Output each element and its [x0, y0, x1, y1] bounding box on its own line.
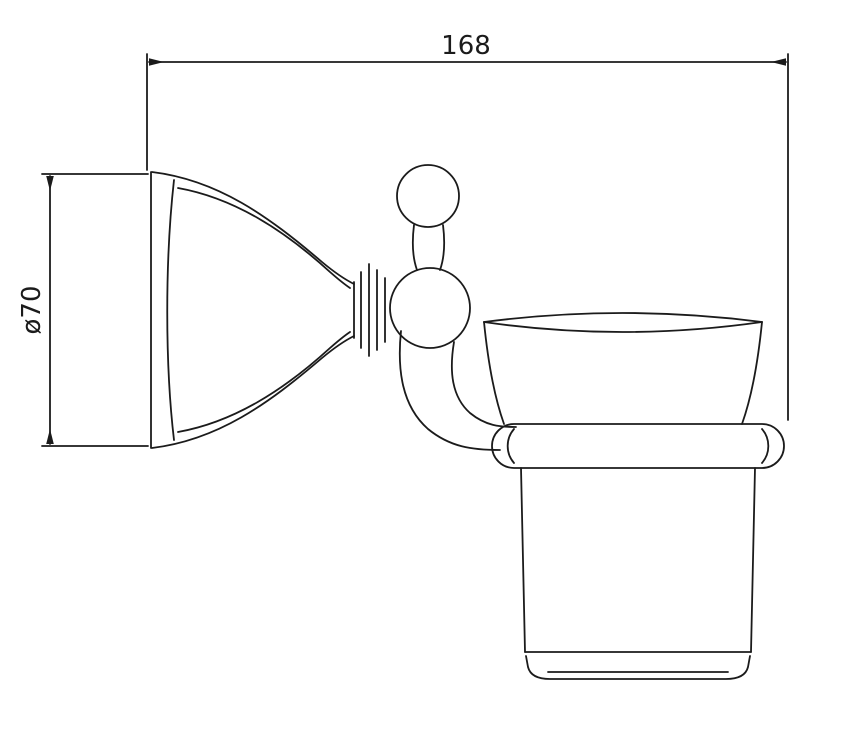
stem-collar-rings: [354, 264, 385, 356]
bowl-rim-top: [484, 313, 762, 322]
holder-ring: [492, 424, 784, 468]
bowl-rim-bottom: [484, 322, 762, 332]
flange-outer-top: [152, 172, 354, 284]
tumbler-bowl: [484, 313, 762, 424]
flange-inner-bottom: [178, 332, 350, 432]
diameter-dimension-label: ø70: [17, 286, 47, 335]
holder-ring-right-curve: [762, 429, 768, 463]
finial-ball: [397, 165, 459, 227]
arm-inner-edge: [452, 342, 516, 427]
tumbler-cup-body: [521, 468, 755, 679]
bowl-side-right: [742, 322, 762, 424]
holder-ring-band: [492, 424, 784, 468]
wall-flange: [151, 172, 354, 448]
bowl-side-left: [484, 322, 504, 424]
width-dimension: 168: [147, 31, 788, 420]
diameter-dimension: ø70: [17, 174, 148, 446]
mounting-post: [413, 225, 444, 270]
cup-side-left: [521, 468, 525, 652]
pivot-ball: [390, 268, 470, 348]
post-right-edge: [440, 225, 444, 270]
post-left-edge: [413, 225, 417, 270]
cup-base-foot: [526, 656, 750, 679]
flange-outer-bottom: [152, 336, 354, 448]
arm-outer-edge: [400, 331, 500, 450]
support-arm: [400, 331, 516, 450]
width-dimension-label: 168: [441, 31, 491, 61]
flange-face-arc: [167, 180, 174, 440]
flange-inner-top: [178, 188, 350, 288]
holder-ring-left-curve: [508, 429, 514, 463]
cup-side-right: [751, 468, 755, 652]
